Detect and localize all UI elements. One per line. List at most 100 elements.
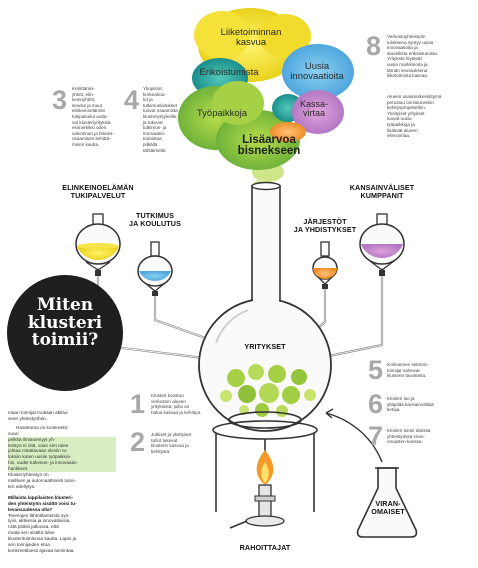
text-line: tämän seurauksena bbox=[387, 67, 428, 73]
article-line: seen yhteistyöhön. bbox=[8, 415, 48, 421]
article-line: Klusteriyhteistyö on bbox=[8, 472, 49, 478]
label-financiers: RAHOITTAJAT bbox=[239, 543, 291, 552]
step-number-4: 4 bbox=[124, 85, 140, 115]
article-line: levaisuudessa olla? bbox=[8, 506, 53, 512]
label-authorities: VIRAN- OMAISET bbox=[371, 499, 405, 517]
article-line: Millaista lappilaisten klusteri- bbox=[8, 494, 74, 500]
step-number-8: 8 bbox=[366, 31, 382, 61]
article-line: klusteritoiminnan kautta. Lapin ja bbox=[8, 536, 77, 542]
cloud-label-added-value: Lisäarvoa bisnekseen bbox=[237, 134, 301, 157]
text-line: halua kasvaa ja kehittyä. bbox=[151, 409, 202, 415]
text-line: tietoja. bbox=[387, 407, 401, 413]
label-international-partners: KANSAINVÄLISET KUMPPANIT bbox=[349, 183, 415, 201]
text-line: liiketoiminta kasvaa. bbox=[387, 73, 429, 79]
text-line: työpaikkoja ja bbox=[387, 121, 415, 127]
text-line: klusterin kasvua ja bbox=[151, 443, 189, 449]
article-line: sen toimijoiden etua. bbox=[8, 542, 51, 548]
text-line: Kehittämis- bbox=[72, 86, 95, 91]
step-number-6: 6 bbox=[368, 389, 384, 419]
cloud-label-jobs: Työpaikkoja bbox=[196, 108, 248, 119]
text-line: Klusteri koostuu bbox=[151, 393, 184, 398]
article-line: niitä pitäisi jatkossa, että bbox=[8, 524, 59, 530]
article-line: hankkeet. bbox=[8, 466, 116, 473]
step-number-2: 2 bbox=[130, 427, 146, 457]
text-line: Kolmannen sektorin bbox=[387, 362, 428, 367]
article-line: loksiin kuten uusiin työpaikkoi- bbox=[8, 454, 116, 461]
text-line: kehitystä. bbox=[151, 448, 171, 454]
text-line: tutkimuslaitokset bbox=[143, 102, 177, 108]
step-number-5: 5 bbox=[368, 355, 384, 385]
flask-icon bbox=[198, 181, 332, 432]
text-line: vat klusteriyrityksiä bbox=[72, 119, 111, 125]
article-line: den yhteistyön sisältö voisi tu- bbox=[8, 500, 77, 506]
step-number-7: 7 bbox=[368, 421, 384, 451]
article-line: ten edellytys. bbox=[8, 483, 36, 489]
article-line: pelkkä ilmiasemyyt yh- bbox=[8, 436, 116, 443]
cloud-label-cashflow: Kassa- virtaa bbox=[299, 99, 328, 118]
step-text-3: Kehittämis-yhtiöt, elin-keinoyhtiöt,seud… bbox=[72, 86, 126, 148]
beaker-icon bbox=[359, 213, 405, 276]
article-line: johtaa mitattavaan oleviin tu- bbox=[8, 448, 116, 455]
text-line: Klusteri toimii tiiviissä bbox=[387, 428, 431, 433]
beaker-icon bbox=[137, 241, 173, 296]
text-line: tukipalvelut autta- bbox=[72, 113, 109, 119]
arrow-icon bbox=[325, 412, 383, 463]
cloud-label-specialization: Erikoistumista bbox=[199, 67, 259, 78]
text-line: uusia markkinoita ja bbox=[387, 61, 428, 67]
text-line: yrityksistä, joilla on bbox=[151, 404, 190, 410]
cloud-label-innovations: Uusia innovaatioita bbox=[290, 61, 344, 82]
article-line: Haasteena on konkreetti- bbox=[16, 424, 69, 430]
beaker-icon bbox=[75, 213, 121, 276]
text-line: Klusteri luo ja bbox=[387, 396, 415, 401]
article-line: Teemojen lähtötilanteista syn- bbox=[8, 512, 70, 518]
text-line: tuloksena syntyy uusia bbox=[387, 39, 434, 45]
text-line: korkeakou- bbox=[143, 91, 166, 97]
text-line: osaamisen kehittä- bbox=[72, 136, 111, 142]
text-line: alueellista erikoistumista. bbox=[387, 50, 439, 56]
text-line: toimijat valvovat bbox=[387, 367, 420, 373]
text-line: tahot tukevat bbox=[151, 437, 178, 443]
text-line: Verkostoyhteistyön bbox=[387, 34, 426, 39]
text-line: luovat uusia bbox=[387, 116, 412, 122]
article-line: hin, uudet tutkimus- ja innovaatio- bbox=[8, 460, 116, 467]
text-line: pitkällä bbox=[143, 141, 158, 147]
text-line: toimintaa bbox=[143, 136, 162, 142]
text-line: tuovat osaamista bbox=[143, 108, 178, 114]
text-line: seudut ja muut bbox=[72, 102, 103, 108]
text-line: yhtiöt, elin- bbox=[72, 91, 95, 97]
label-business-support: ELINKEINOELÄMÄN TUKIPALVELUT bbox=[62, 183, 134, 201]
text-line: keinoyhtiöt, bbox=[72, 97, 96, 103]
text-line: yhteistyössä viran- bbox=[387, 433, 426, 439]
label-companies: YRITYKSET bbox=[244, 342, 286, 351]
article-line: maan toimijat mukaan aktiivi- bbox=[8, 410, 69, 415]
text-line: klusterin tavoitteita. bbox=[387, 373, 427, 379]
text-line: lut ja bbox=[143, 97, 153, 103]
text-line: perustuu onnistuneisiin bbox=[387, 99, 434, 105]
text-line: valvonnan ja bisnes- bbox=[72, 130, 114, 136]
article-line: teistyö ei riitä, vaan sen tulee bbox=[8, 442, 116, 449]
text-line: verkoston alueen bbox=[151, 398, 186, 404]
text-line: tähtäimellä. bbox=[143, 147, 167, 153]
flask-icon bbox=[356, 467, 418, 538]
text-line: ylläpitää kansainvälisiä bbox=[387, 401, 434, 407]
text-line: innovaatioita ja bbox=[387, 45, 418, 51]
text-line: esimerkiksi oden bbox=[72, 125, 107, 131]
text-line: elinkeinoelämän bbox=[72, 108, 106, 114]
page-title: Miten klusteri toimii? bbox=[27, 295, 103, 350]
text-line: Yksityiset yritykset bbox=[387, 110, 425, 116]
article-line: suus: bbox=[8, 430, 20, 436]
article-line: tyisi, aktiivisia ja innovatiivisia, bbox=[8, 518, 71, 524]
label-organizations: JÄRJESTÖT JA YHDISTYKSET bbox=[293, 217, 357, 235]
smoke-cloud-icon bbox=[178, 8, 354, 191]
text-line: Alueen osaamiskeskittymä bbox=[387, 94, 442, 99]
text-line: Yritykset löytävät bbox=[387, 56, 422, 62]
